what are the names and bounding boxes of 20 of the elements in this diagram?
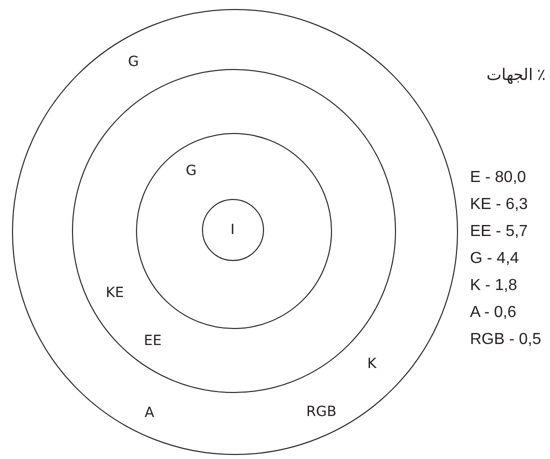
ring-label: K (367, 356, 376, 372)
value-item: E - 80,0 (470, 168, 526, 188)
value-item: RGB - 0,5 (470, 330, 542, 350)
value-item: K - 1,8 (470, 276, 518, 296)
list-heading: ٪ الجهات (486, 66, 546, 86)
ring-label: KE (106, 284, 124, 301)
ring-label: I (230, 222, 235, 238)
value-item: KE - 6,3 (470, 195, 528, 215)
ring-circle (136, 132, 332, 329)
ring-label: RGB (306, 404, 336, 420)
value-item: G - 4,4 (470, 249, 519, 269)
ring-label: A (144, 405, 154, 422)
value-item: EE - 5,7 (470, 222, 528, 242)
ring-label: EE (144, 332, 162, 349)
ring-circle (12, 9, 458, 455)
ring-label: G (128, 54, 139, 70)
value-item: A - 0,6 (470, 303, 516, 323)
ring-label: G (186, 163, 197, 180)
ring-circle (202, 199, 264, 262)
ring-circle (72, 69, 396, 394)
